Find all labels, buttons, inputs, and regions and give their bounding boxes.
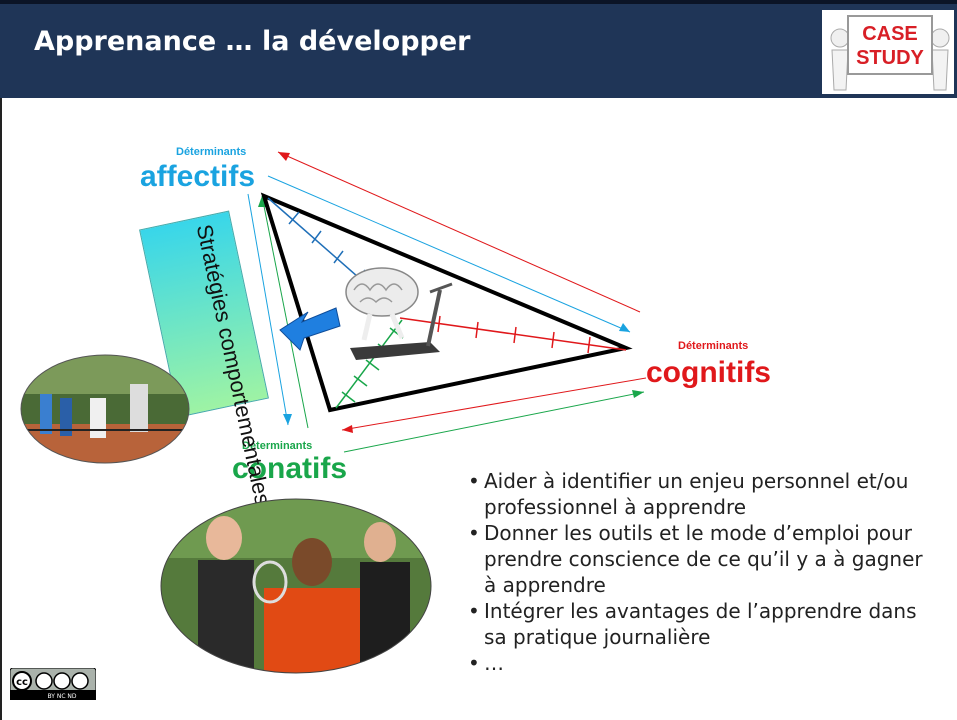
slide-title: Apprenance … la développer	[34, 26, 471, 57]
arrowhead-affectifs-red	[278, 152, 290, 161]
brain-folds	[353, 283, 403, 304]
cc-labels: BY NC ND	[47, 693, 76, 700]
scale-conatifs	[335, 319, 403, 409]
tennis-court-photo	[20, 354, 190, 464]
bullet-item: Donner les outils et le mode d’emploi po…	[468, 520, 928, 598]
affectifs-small-label: Déterminants	[176, 146, 247, 158]
slide-header: Apprenance … la développer	[0, 0, 957, 98]
cc-icon	[12, 671, 32, 691]
figure-right-body	[931, 49, 949, 91]
scale-cognitifs-ticks	[437, 315, 591, 354]
brain	[345, 267, 419, 317]
bullet-item: …	[468, 650, 928, 676]
badge-line1: CASE	[862, 23, 918, 45]
slide-frame-left	[0, 98, 2, 720]
brain-treadmill-illustration	[345, 267, 453, 360]
treadmill-handle	[429, 282, 453, 294]
bullet-item: Aider à identifier un enjeu personnel et…	[468, 468, 928, 520]
scale-conatifs-ticks	[341, 327, 404, 403]
nd-icon	[71, 672, 89, 690]
figure-left-body	[831, 49, 849, 91]
treadmill-rail	[426, 289, 442, 347]
arrow-conatifs-cognitifs	[343, 391, 645, 453]
arrow-conatifs-affectifs	[261, 195, 309, 429]
nc-icon	[53, 672, 71, 690]
figure-left-head	[830, 28, 850, 48]
blue-pointer-arrow	[279, 307, 341, 351]
arrowhead-cognitifs-blue	[619, 323, 630, 332]
badge-line2: STUDY	[856, 47, 924, 69]
cognitifs-label: cognitifs	[646, 356, 771, 389]
arrow-cognitifs-affectifs	[277, 151, 641, 313]
arrowhead-conatifs-red	[342, 425, 353, 433]
arrowhead-conatifs-blue	[283, 414, 292, 425]
treadmill-base	[350, 342, 440, 360]
affectifs-label: affectifs	[140, 160, 256, 193]
arrow-affectifs-conatifs	[247, 193, 289, 426]
header-top-rule	[0, 0, 957, 4]
arrow-cognitifs-conatifs	[341, 377, 647, 431]
cc-license-badge: cc BY NC ND	[10, 668, 96, 700]
cognitifs-small-label: Déterminants	[678, 340, 749, 352]
bullet-item: Intégrer les avantages de l’apprendre da…	[468, 598, 928, 650]
conatifs-small-label: Déterminants	[242, 440, 313, 452]
conatifs-label: conatifs	[232, 452, 348, 485]
badge-sign	[847, 15, 933, 75]
cc-text: cc	[16, 677, 28, 688]
coaching-photo	[160, 498, 432, 674]
triangle-outline	[260, 192, 633, 413]
brain-leg-left	[361, 313, 373, 341]
triangle-diagram	[247, 151, 647, 453]
brain-leg-right	[389, 313, 405, 339]
arrowhead-cognitifs-green	[632, 390, 644, 398]
case-study-badge: CASE STUDY	[822, 10, 954, 94]
bullet-list: Aider à identifier un enjeu personnel et…	[468, 468, 928, 676]
by-icon	[35, 672, 53, 690]
arrow-affectifs-cognitifs	[267, 175, 631, 333]
figure-right-head	[930, 28, 950, 48]
